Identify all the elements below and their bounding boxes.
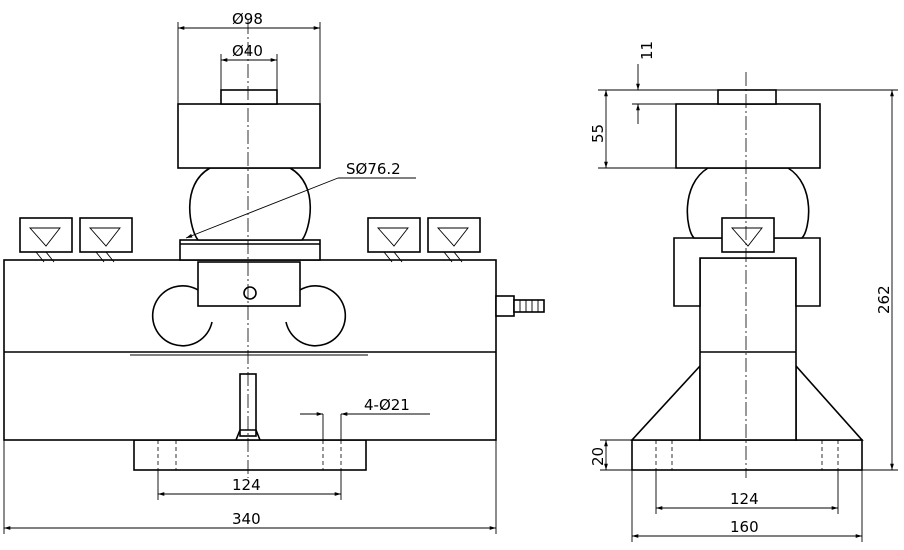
front-ball (188, 167, 312, 241)
front-mounting-hole (243, 286, 257, 300)
side-right-gusset (795, 363, 864, 441)
front-top-block (177, 103, 321, 169)
front-cable-connector (495, 295, 545, 317)
dim-base-width: 160 (730, 518, 759, 536)
front-bolt-3 (367, 217, 421, 263)
front-base-plate (133, 439, 367, 471)
dim-top-outer-dia: Ø98 (232, 10, 263, 28)
side-ball (686, 167, 810, 239)
front-view: Ø98 Ø40 SØ76.2 4-Ø21 124 340 (3, 10, 545, 534)
front-right-flexure (285, 285, 347, 347)
dim-step-height: 11 (638, 41, 656, 60)
side-base-plate (631, 439, 863, 471)
dim-overall-height: 262 (875, 285, 893, 314)
dim-hole-spec: 4-Ø21 (364, 396, 410, 414)
dim-overall-length: 340 (232, 510, 261, 528)
front-bolt-4 (427, 217, 481, 263)
dim-base-thickness: 20 (589, 447, 607, 466)
dim-hole-pitch: 124 (232, 476, 261, 494)
side-bolt (721, 217, 775, 253)
side-left-gusset (630, 363, 701, 441)
front-left-flexure (151, 285, 213, 347)
dim-top-block-height: 55 (589, 124, 607, 143)
side-column (699, 257, 797, 441)
dim-top-inner-dia: Ø40 (232, 42, 263, 60)
dim-ball-radius: SØ76.2 (346, 160, 401, 178)
dim-side-hole-pitch: 124 (730, 490, 759, 508)
side-u-bracket (673, 237, 821, 307)
side-top-block (675, 103, 821, 169)
front-bolt-2 (79, 217, 133, 263)
front-bolt-1 (19, 217, 73, 263)
side-view: 11 55 262 20 124 160 (589, 41, 898, 542)
